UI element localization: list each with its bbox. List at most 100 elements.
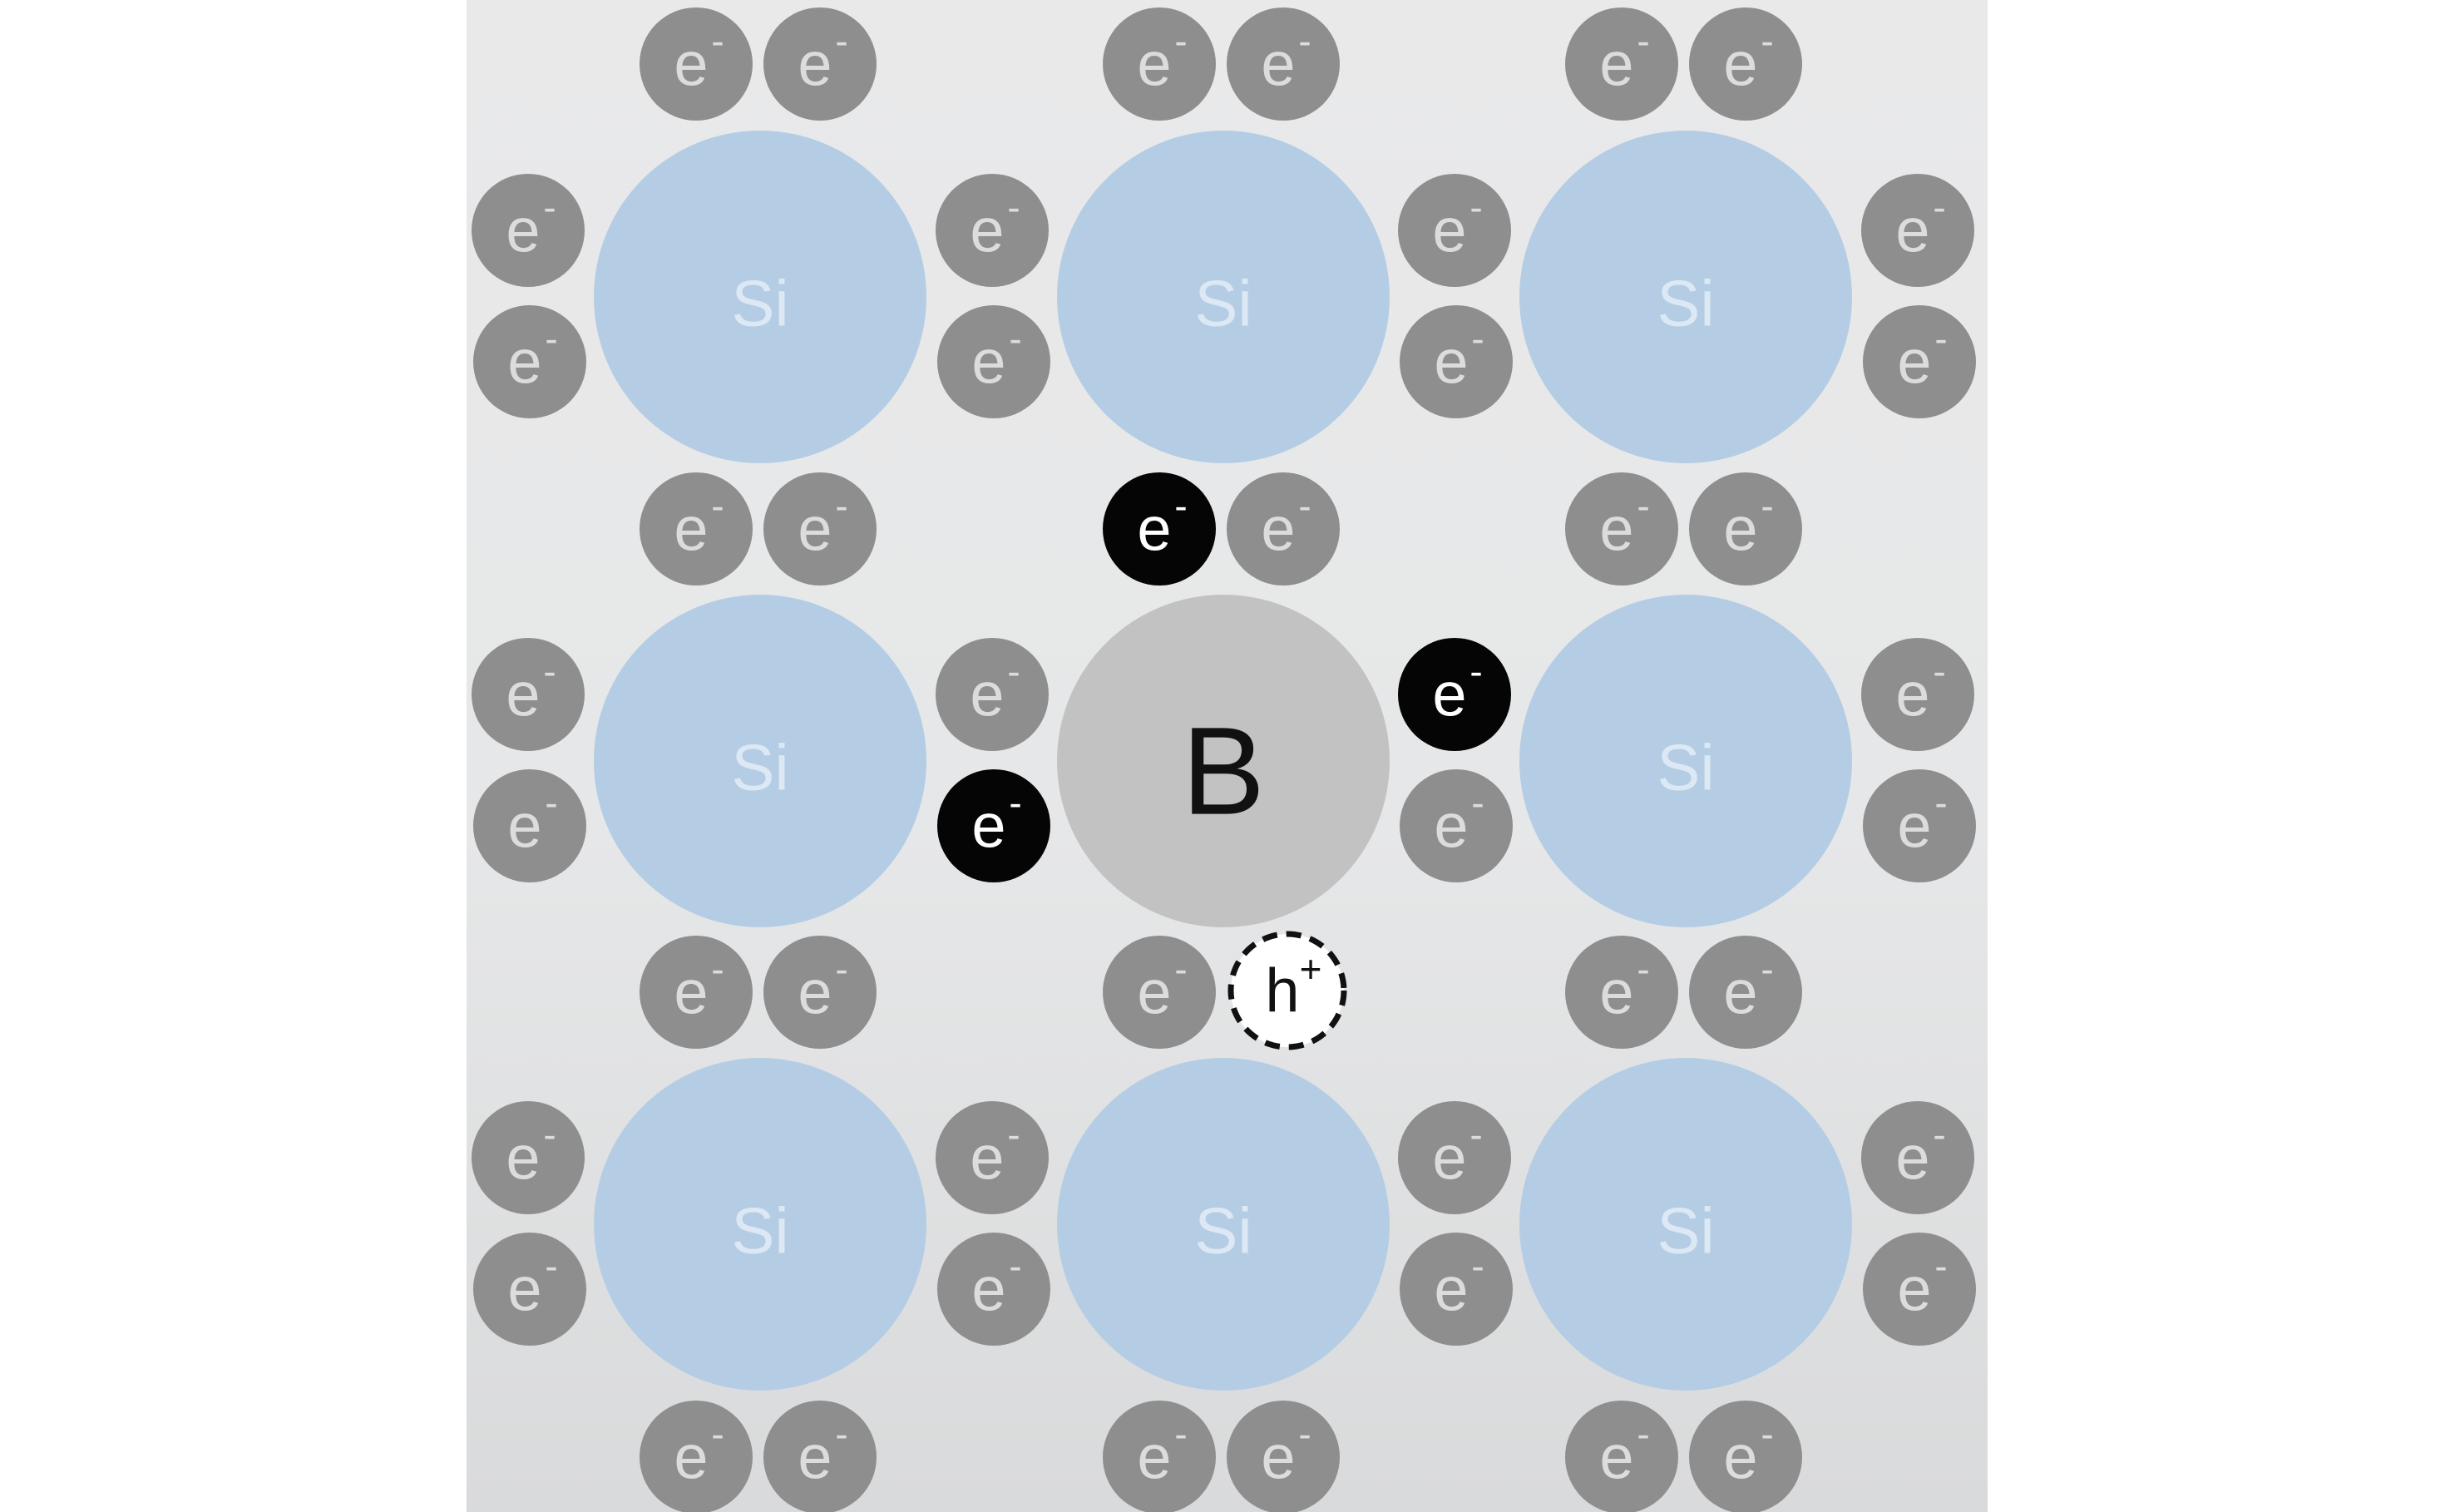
electron-charge: - <box>1934 1244 1947 1287</box>
electron: e- <box>472 1101 585 1214</box>
electron: e- <box>1103 7 1216 121</box>
electron-charge: - <box>711 1412 724 1455</box>
silicon-atom: Si <box>1519 131 1852 463</box>
boron-symbol: B <box>1182 701 1265 841</box>
electron-symbol: e <box>971 1255 1005 1324</box>
electron-symbol: e <box>507 328 541 397</box>
electron: e- <box>1689 472 1802 586</box>
electron-charge: - <box>1933 185 1945 229</box>
electron-circle <box>640 1401 753 1512</box>
electron-symbol: e <box>1599 1423 1633 1492</box>
electron-circle <box>1863 769 1976 882</box>
electron-charge: - <box>1007 185 1020 229</box>
electron-circle <box>1398 638 1511 751</box>
hole-symbol: h <box>1265 956 1299 1025</box>
electron-symbol: e <box>674 30 708 99</box>
electron-symbol: e <box>1723 1423 1757 1492</box>
electron-circle <box>1103 472 1216 586</box>
electron-circle <box>937 1233 1050 1346</box>
electron-symbol: e <box>1434 1255 1468 1324</box>
electron: e- <box>1689 936 1802 1049</box>
electron-charge: - <box>1471 317 1484 360</box>
electron-symbol: e <box>1137 1423 1171 1492</box>
electron-charge: - <box>543 185 556 229</box>
electron-charge: - <box>543 650 556 693</box>
electron-circle <box>936 174 1049 287</box>
silicon-atom-circle <box>1519 595 1852 927</box>
electron: e- <box>1400 305 1513 418</box>
electron: e- <box>1565 7 1678 121</box>
electron: e- <box>472 174 585 287</box>
electron-circle <box>1227 472 1340 586</box>
electron: e- <box>1227 1401 1340 1512</box>
silicon-atom: Si <box>1057 1058 1390 1391</box>
electron-circle <box>937 769 1050 882</box>
highlighted-electron: e- <box>937 769 1050 882</box>
electron: e- <box>1863 769 1976 882</box>
electron-circle <box>1565 936 1678 1049</box>
electron-circle <box>1689 7 1802 121</box>
electron-circle <box>763 936 877 1049</box>
electron-circle <box>472 174 585 287</box>
electron-symbol: e <box>506 196 540 265</box>
silicon-atom-circle <box>1519 131 1852 463</box>
electron-charge: - <box>1009 317 1021 360</box>
electron-charge: - <box>545 781 557 824</box>
electron-symbol: e <box>798 495 832 564</box>
electron-charge: - <box>1174 19 1187 62</box>
electron-circle <box>473 769 586 882</box>
electron-circle <box>472 1101 585 1214</box>
electron-circle <box>1398 174 1511 287</box>
electron: e- <box>640 472 753 586</box>
electron-charge: - <box>1007 650 1020 693</box>
electron-symbol: e <box>1434 792 1468 861</box>
electron-charge: - <box>1009 781 1021 824</box>
electron: e- <box>1227 472 1340 586</box>
electron-symbol: e <box>970 1124 1004 1193</box>
electron: e- <box>1861 174 1974 287</box>
highlighted-electron: e- <box>1103 472 1216 586</box>
electron-charge: - <box>543 1113 556 1156</box>
electron-circle <box>1400 769 1513 882</box>
electron-charge: - <box>1637 1412 1649 1455</box>
electron-circle <box>1689 936 1802 1049</box>
electron-circle <box>1861 638 1974 751</box>
silicon-atom-circle <box>594 1058 926 1391</box>
electron-symbol: e <box>1897 1255 1931 1324</box>
electron-circle <box>936 1101 1049 1214</box>
electron-charge: - <box>835 484 847 527</box>
silicon-atom-circle <box>594 131 926 463</box>
electron: e- <box>1398 1101 1511 1214</box>
electron-symbol: e <box>1723 958 1757 1027</box>
electron-circle <box>640 7 753 121</box>
electron-charge: - <box>1933 650 1945 693</box>
electron-circle <box>1103 7 1216 121</box>
electron-symbol: e <box>1599 958 1633 1027</box>
electron-charge: - <box>835 1412 847 1455</box>
electron-circle <box>640 936 753 1049</box>
silicon-symbol: Si <box>1657 731 1714 804</box>
electron: e- <box>937 305 1050 418</box>
electron-charge: - <box>835 947 847 991</box>
electron: e- <box>936 1101 1049 1214</box>
electron-circle <box>763 472 877 586</box>
boron-atom-circle <box>1057 595 1390 927</box>
electron-circle <box>1689 1401 1802 1512</box>
electron-symbol: e <box>1137 30 1171 99</box>
electron-charge: - <box>1298 1412 1311 1455</box>
electron: e- <box>1689 7 1802 121</box>
electron: e- <box>763 7 877 121</box>
electron-charge: - <box>1469 185 1482 229</box>
electron-charge: - <box>1761 19 1773 62</box>
silicon-atom: Si <box>594 131 926 463</box>
electron: e- <box>1565 936 1678 1049</box>
silicon-symbol: Si <box>731 1194 788 1267</box>
electron-circle <box>640 472 753 586</box>
electron-circle <box>1400 1233 1513 1346</box>
electron-symbol: e <box>1895 196 1929 265</box>
electron: e- <box>763 936 877 1049</box>
electron-symbol: e <box>798 30 832 99</box>
electron-charge: - <box>711 19 724 62</box>
electron-symbol: e <box>506 1124 540 1193</box>
